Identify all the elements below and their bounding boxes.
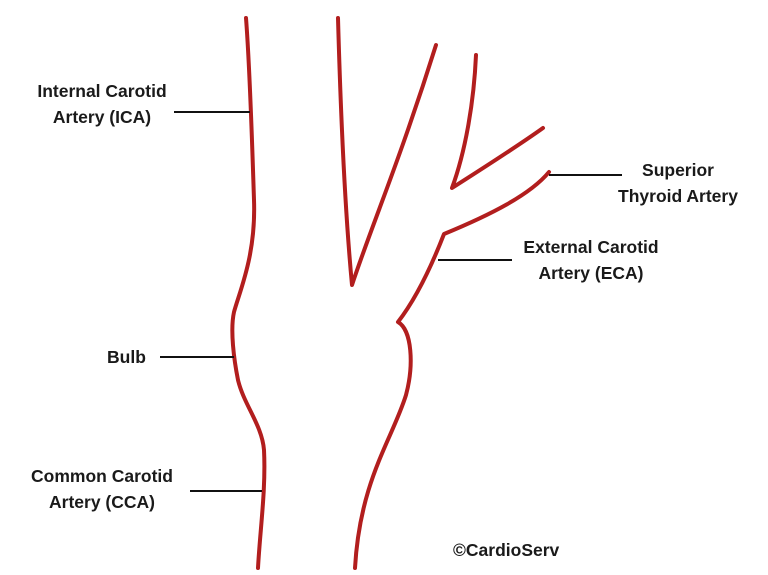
ica-cca-left-wall: [230, 16, 267, 570]
eca-label-line2: Artery (ECA): [538, 263, 644, 283]
eca-right-wall: [353, 170, 551, 570]
superior-thyroid-label-line1: Superior: [642, 160, 714, 180]
cca-label-line1: Common Carotid: [31, 466, 173, 486]
ica-label-line1: Internal Carotid: [37, 81, 167, 101]
eca-left-wall-crotch: [336, 16, 438, 287]
cca-label: Common Carotid Artery (CCA): [22, 463, 182, 515]
eca-upper-branch: [450, 53, 545, 190]
bulb-label: Bulb: [107, 347, 146, 367]
ica-label: Internal Carotid Artery (ICA): [20, 78, 184, 130]
superior-thyroid-label-line2: Thyroid Artery: [618, 186, 738, 206]
copyright-text: ©CardioServ: [453, 540, 560, 560]
ica-label-line2: Artery (ICA): [52, 107, 152, 127]
eca-label-line1: External Carotid: [523, 237, 659, 257]
cca-label-line2: Artery (CCA): [49, 492, 155, 512]
eca-label: External Carotid Artery (ECA): [508, 234, 674, 286]
superior-thyroid-label: Superior Thyroid Artery: [600, 157, 756, 209]
